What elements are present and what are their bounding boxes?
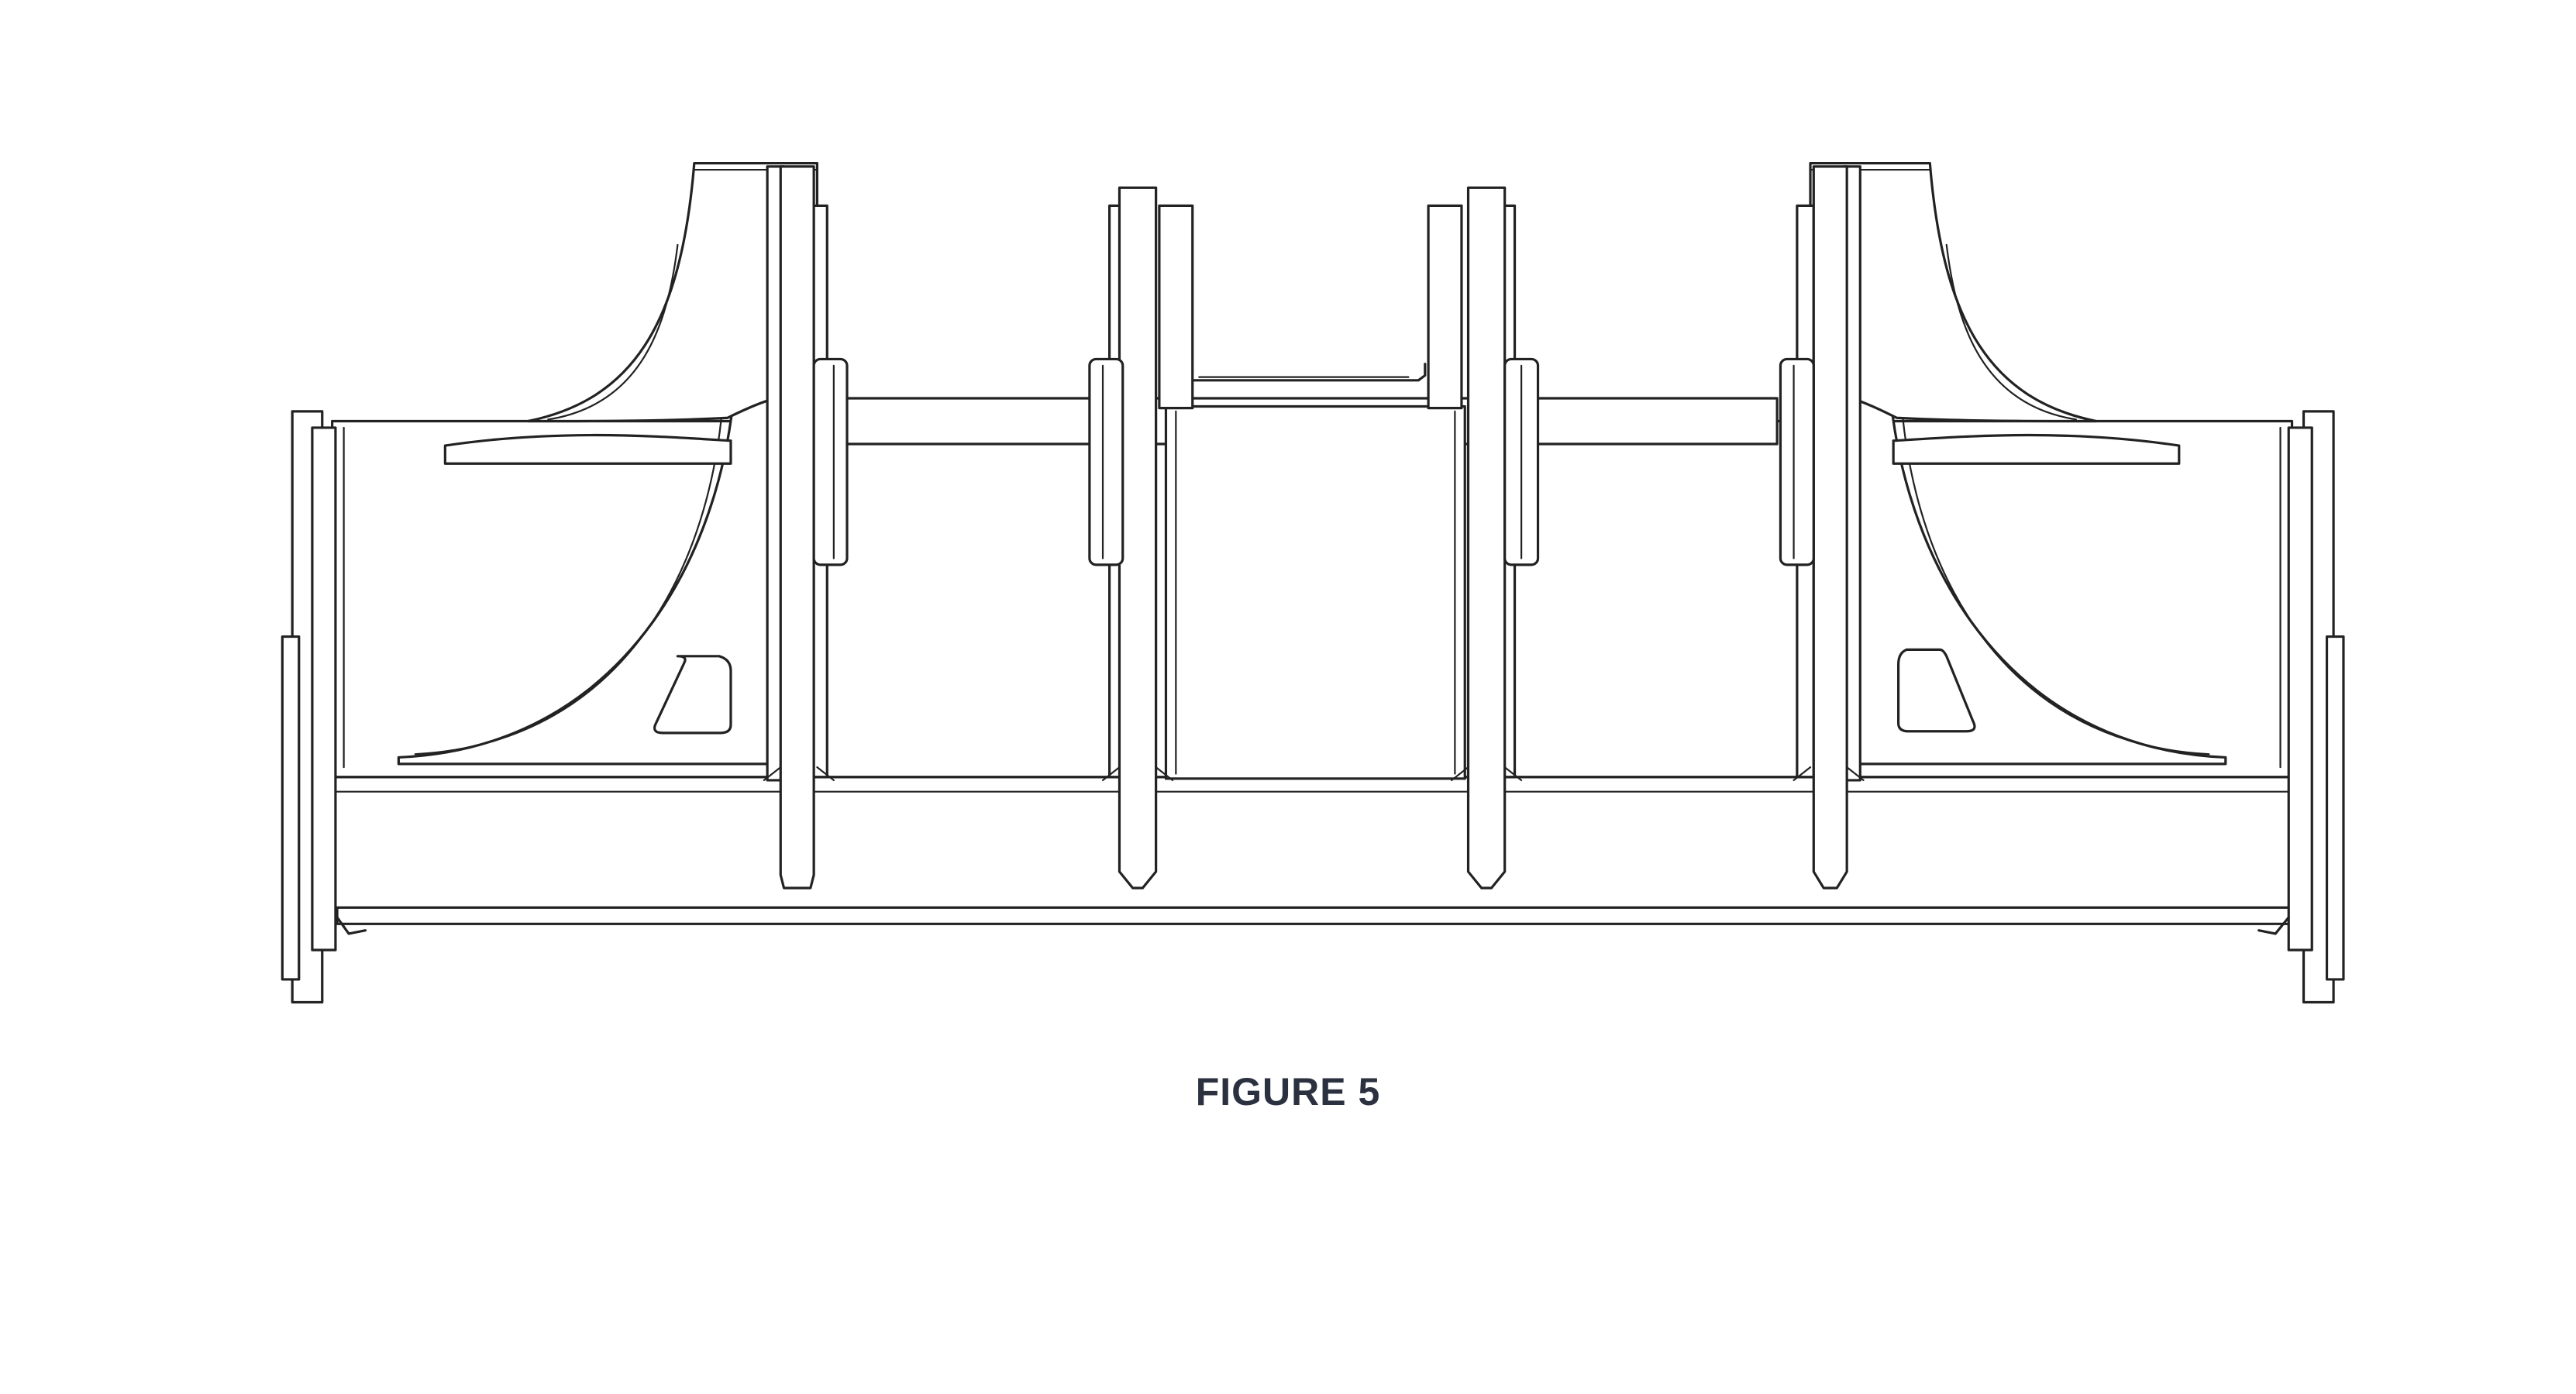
left-gusset [398,163,817,764]
mounting-plate-1 [767,167,847,888]
figure-caption: FIGURE 5 [1195,1070,1381,1113]
right-end-plate [2259,411,2344,1003]
centre-box [1166,364,1465,779]
mounting-plate-2 [1090,188,1193,888]
left-end-plate [282,411,365,1003]
front-crossbar [332,777,2292,908]
weld-markers [764,767,1864,780]
mounting-plate-4 [1780,167,1860,888]
mounting-plate-3 [1428,188,1538,888]
